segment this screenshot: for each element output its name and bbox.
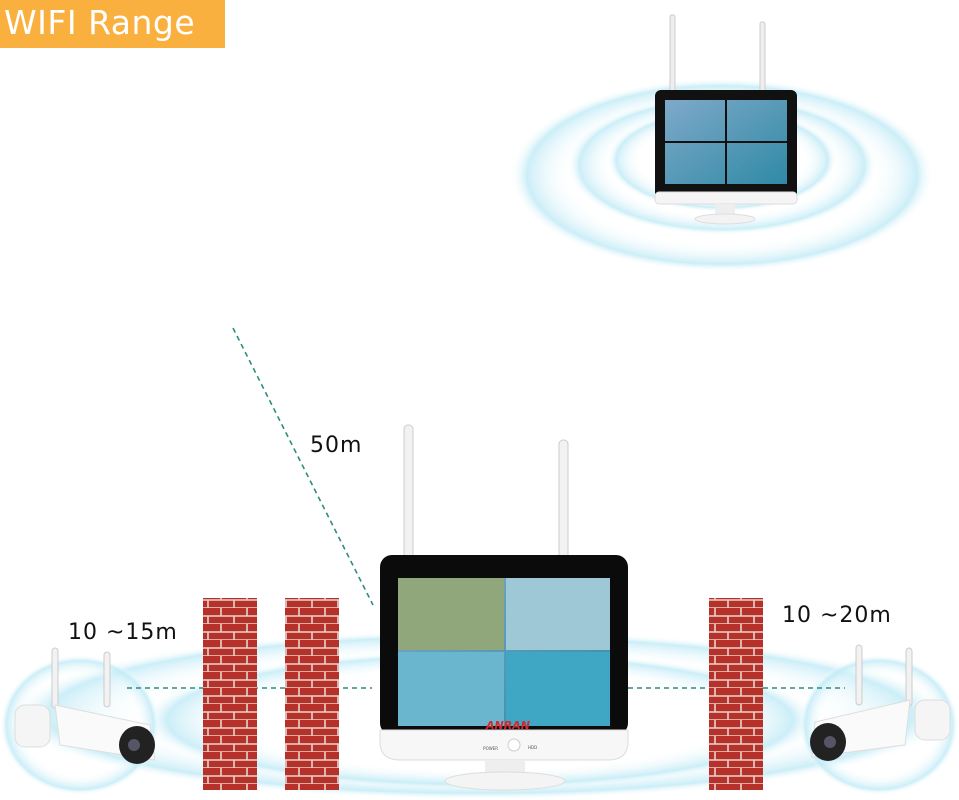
page-title: WIFI Range xyxy=(0,0,225,48)
brick-wall-1 xyxy=(203,598,257,790)
brick-wall-2 xyxy=(285,598,339,790)
nvr-monitor-main: ANRAN POWER HDD xyxy=(379,424,629,791)
brand-logo: ANRAN xyxy=(485,719,530,732)
power-label: POWER xyxy=(483,746,498,751)
brick-wall-3 xyxy=(709,598,763,790)
nvr-monitor-top xyxy=(654,14,798,225)
camera-right xyxy=(810,644,951,761)
range-label-left: 10 ~15m xyxy=(68,620,178,645)
range-label-open: 50m xyxy=(310,433,363,458)
range-label-right: 10 ~20m xyxy=(782,603,892,628)
camera-left xyxy=(14,647,156,764)
hdd-label: HDD xyxy=(528,745,537,750)
